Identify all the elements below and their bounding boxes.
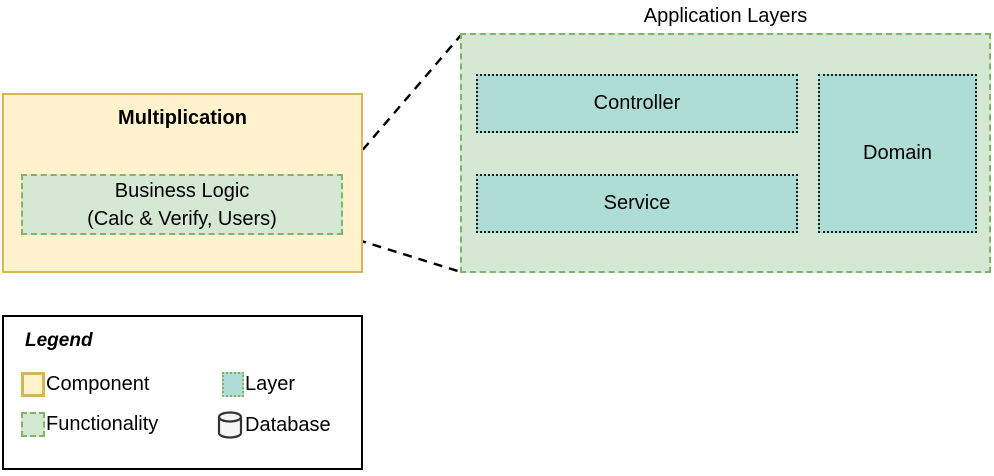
multiplication-title: Multiplication <box>118 107 247 129</box>
legend-title: Legend <box>25 330 93 351</box>
legend-item-functionality: Functionality <box>21 412 158 437</box>
service-layer-box: Service <box>476 174 798 233</box>
business-logic-label-line1: Business Logic <box>114 179 250 202</box>
controller-layer-box: Controller <box>476 74 798 133</box>
business-logic-label-line2: (Calc & Verify, Users) <box>87 207 277 230</box>
legend-label-functionality: Functionality <box>46 413 159 435</box>
domain-layer-box: Domain <box>818 74 977 233</box>
application-layers-title: Application Layers <box>643 5 808 27</box>
legend-label-database: Database <box>245 413 331 436</box>
functionality-swatch <box>21 412 45 437</box>
legend-label-component: Component <box>46 373 150 395</box>
legend-label-layer: Layer <box>245 373 296 395</box>
legend: Legend Component Layer Functionality Dat… <box>2 315 363 470</box>
layer-swatch <box>222 372 244 397</box>
legend-item-database: Database <box>216 410 331 440</box>
legend-item-component: Component <box>21 372 149 397</box>
legend-item-layer: Layer <box>222 372 295 397</box>
controller-layer-label: Controller <box>593 92 681 114</box>
database-icon <box>217 411 243 439</box>
domain-layer-label: Domain <box>863 142 932 164</box>
component-swatch <box>21 372 45 397</box>
business-logic-functionality-box: Business Logic (Calc & Verify, Users) <box>21 174 343 235</box>
service-layer-label: Service <box>603 192 671 214</box>
